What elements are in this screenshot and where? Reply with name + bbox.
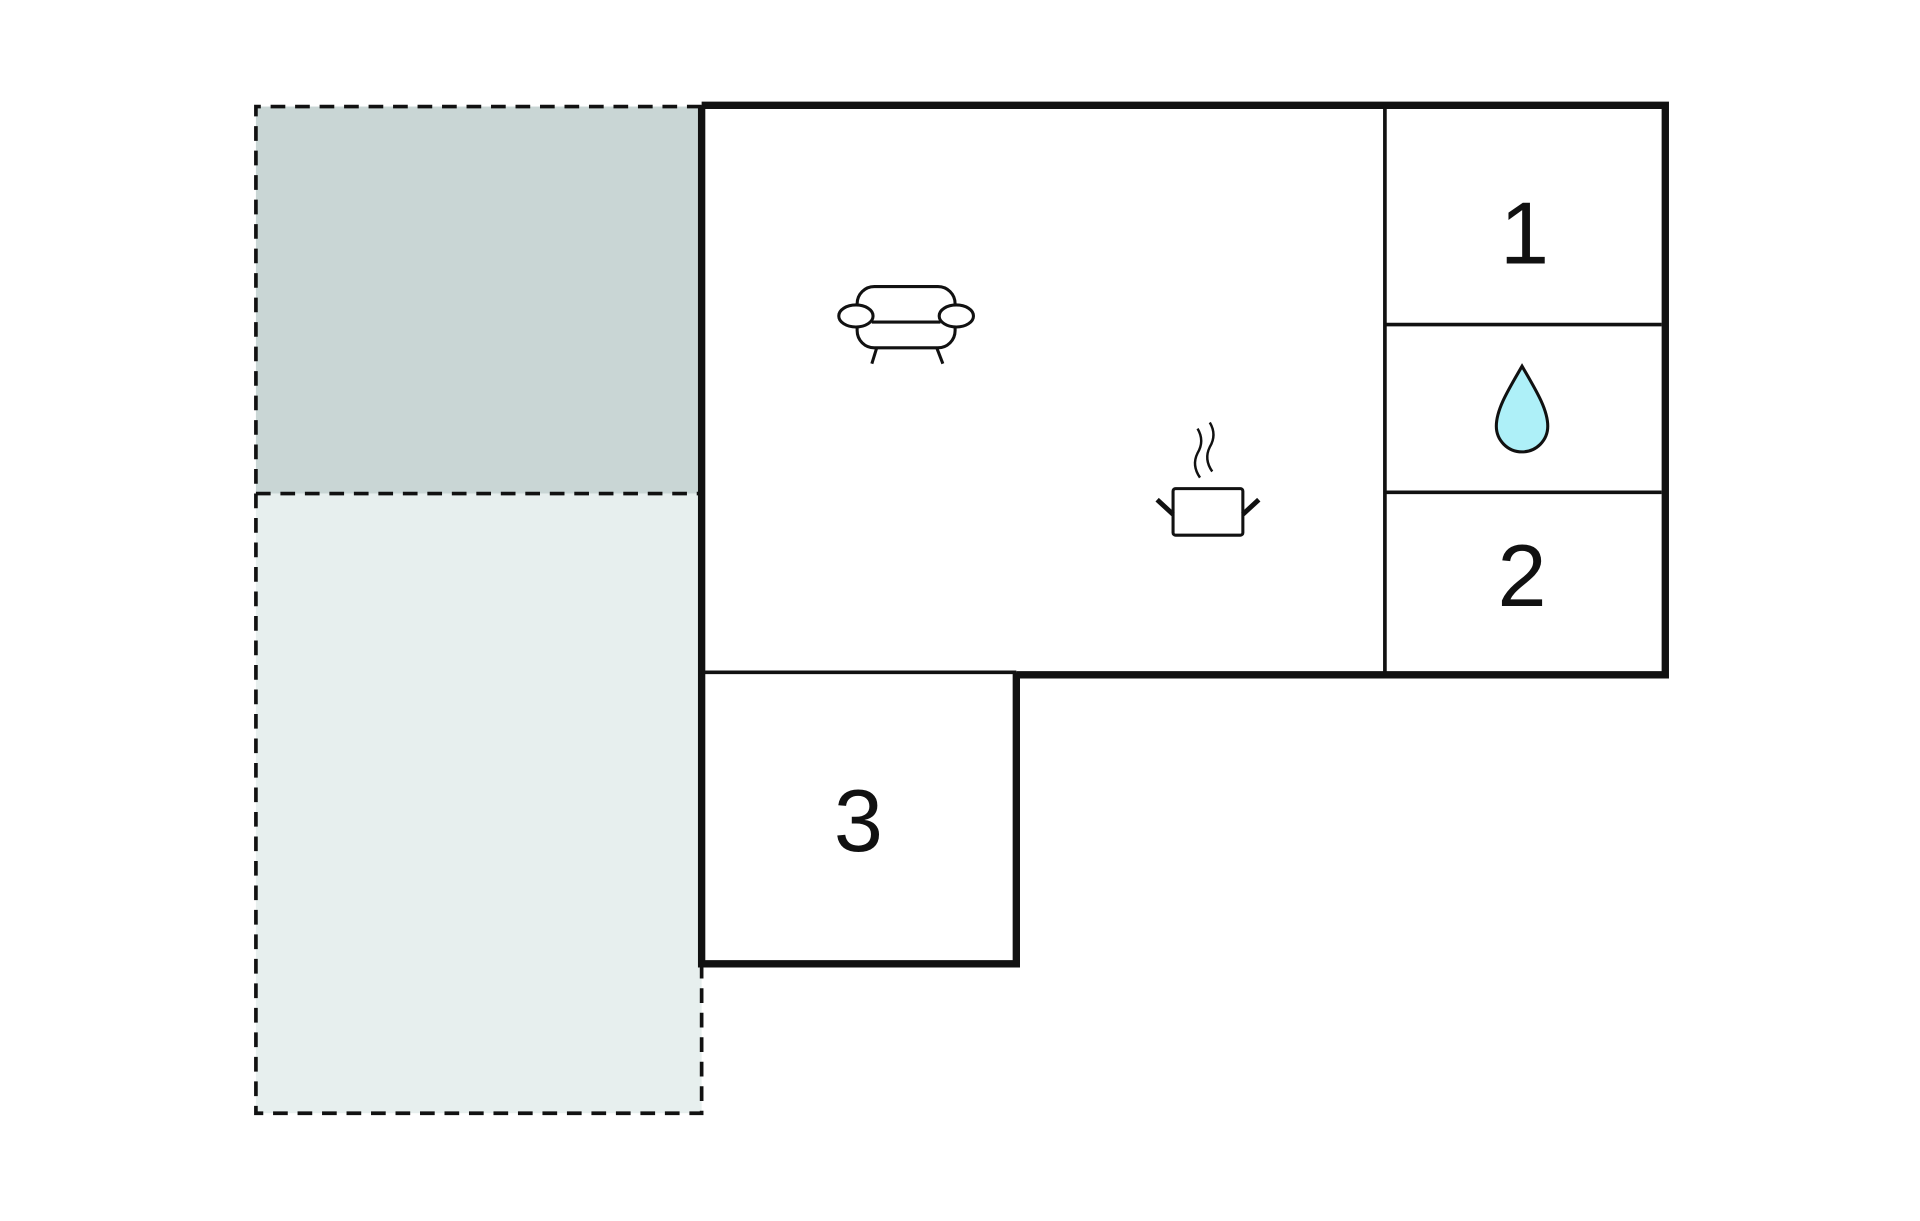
terrace-dashed-outline [254, 104, 704, 1116]
terrace-open-area [255, 493, 702, 1114]
main-walls [697, 101, 1669, 968]
cooking-pot-icon [1155, 421, 1261, 537]
room-label-3: 3 [834, 771, 883, 870]
water-drop-icon [1494, 363, 1550, 454]
room-label-2: 2 [1498, 526, 1547, 625]
terrace-covered-area [255, 106, 702, 494]
room-label-1: 1 [1500, 183, 1549, 282]
sofa-icon [837, 285, 975, 365]
